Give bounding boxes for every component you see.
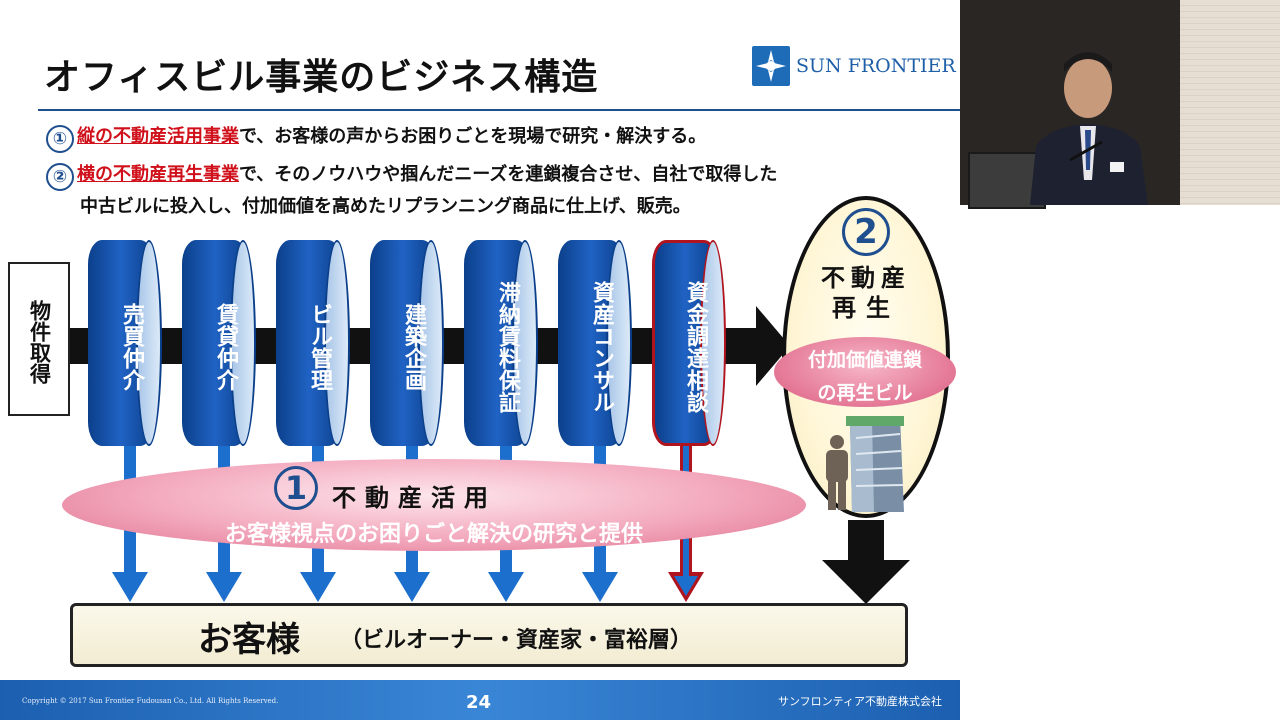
drum-cap	[136, 240, 162, 446]
regeneration-pill-line1: 付加価値連鎖	[807, 349, 922, 371]
service-label: 賃貸仲介	[213, 303, 238, 391]
service-label: 建築企画	[401, 303, 426, 391]
bullet-highlight-2: 横の不動産再生事業	[77, 164, 239, 185]
utilization-ellipse	[62, 459, 806, 551]
logo-flower-icon	[752, 46, 790, 86]
drum-cap	[700, 240, 726, 446]
acquisition-label: 物件取得	[27, 300, 52, 384]
regeneration-title-line2: 再生	[832, 294, 900, 322]
drum-cap	[512, 240, 538, 446]
company-name: サンフロンティア不動産株式会社	[778, 695, 943, 708]
title-divider	[38, 109, 960, 111]
video-backdrop-curtain	[1180, 0, 1280, 205]
building-icon	[846, 416, 904, 512]
bullet-line-3: 中古ビルに投入し、付加価値を高めたリプランニング商品に仕上げ、販売。	[80, 196, 691, 217]
logo-text: SUN FRONTIER	[796, 55, 956, 77]
service-label: 資金調達相談	[683, 281, 708, 413]
person-silhouette-icon	[826, 435, 848, 510]
regeneration-pill	[774, 337, 956, 407]
bullet-highlight-1: 縦の不動産活用事業	[77, 126, 239, 147]
drum-cap	[324, 240, 350, 446]
utilization-subtitle: お客様視点のお困りごと解決の研究と提供	[224, 522, 643, 547]
right-arrow-icon	[740, 306, 790, 386]
down-arrow-icon	[822, 520, 910, 604]
regeneration-title-line1: 不動産	[821, 264, 911, 292]
regeneration-number: 2	[842, 208, 890, 256]
regeneration-pill-line2: の再生ビル	[817, 382, 913, 404]
customer-box	[70, 603, 908, 667]
page-number: 24	[466, 692, 492, 713]
drum-cap	[418, 240, 444, 446]
bullet-text-2: で、そのノウハウや掴んだニーズを連鎖複合させ、自社で取得した	[239, 164, 778, 185]
acquisition-box: 物件取得	[8, 262, 70, 416]
service-label: 資産コンサル	[589, 281, 614, 413]
bullet-number-1: ①	[46, 125, 74, 153]
service-label: 売買仲介	[119, 303, 144, 391]
drum-cap	[606, 240, 632, 446]
service-label: 滞納賃料保証	[495, 281, 520, 413]
utilization-number: 1	[274, 466, 318, 510]
service-label: ビル管理	[307, 303, 332, 391]
slide-title: オフィスビル事業のビジネス構造	[44, 57, 599, 98]
utilization-title: 不動産活用	[332, 484, 497, 512]
bullet-text-1: で、お客様の声からお困りごとを現場で研究・解決する。	[239, 126, 707, 147]
customer-sublabel: （ビルオーナー・資産家・富裕層）	[340, 628, 693, 653]
company-logo: SUN FRONTIER	[752, 46, 956, 88]
slide-footer	[0, 680, 960, 720]
presenter-figure	[1030, 52, 1148, 205]
drum-cap	[230, 240, 256, 446]
customer-label: お客様	[198, 620, 300, 660]
copyright-text: Copyright © 2017 Sun Frontier Fudousan C…	[22, 697, 279, 705]
bullet-number-2: ②	[46, 163, 74, 191]
